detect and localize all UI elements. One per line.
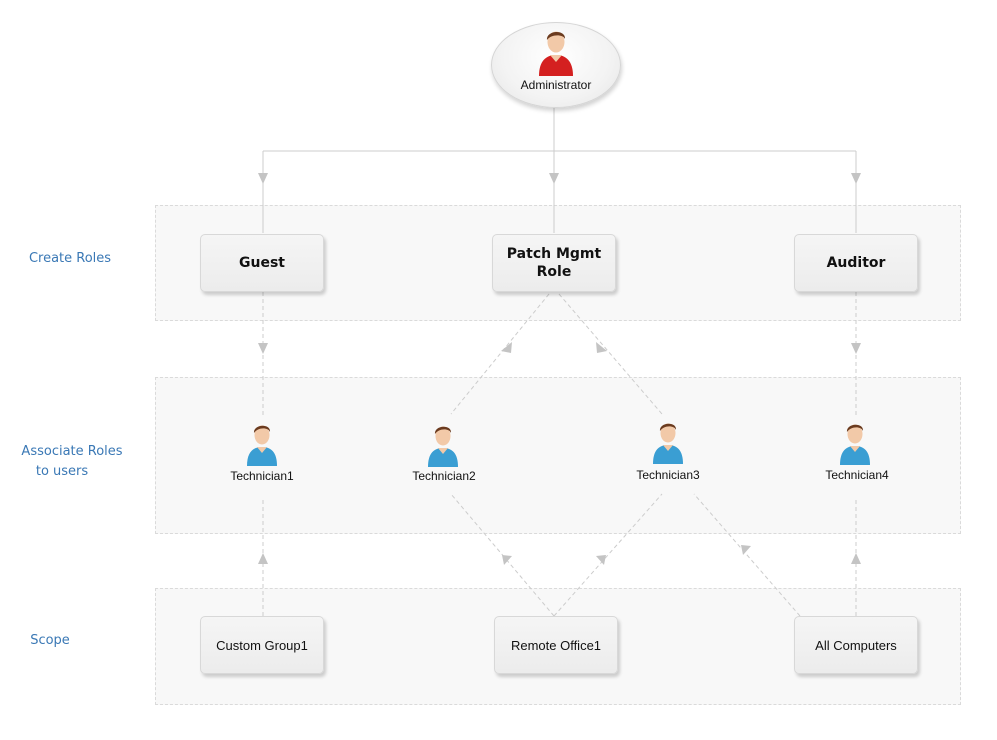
arrow-down-left-icon bbox=[501, 342, 512, 353]
scope-custom-group1: Custom Group1 bbox=[200, 616, 324, 674]
scope-label: Scope bbox=[30, 633, 70, 648]
remote-office-to-technician3-connector bbox=[553, 493, 663, 617]
patch-to-technician3-connector bbox=[558, 293, 663, 415]
role-guest: Guest bbox=[200, 234, 324, 292]
technician4-label: Technician4 bbox=[825, 468, 889, 482]
arrow-up-icon bbox=[258, 553, 268, 564]
role-auditor-label: Auditor bbox=[826, 255, 886, 271]
patch-to-technician2-connector bbox=[450, 293, 550, 415]
role-patch-mgmt-label-line1: Patch Mgmt bbox=[506, 246, 602, 262]
role-patch-mgmt: Patch Mgmt Role bbox=[492, 234, 616, 292]
user-blue-icon bbox=[247, 425, 277, 466]
scope-all-computers-label: All Computers bbox=[815, 637, 897, 653]
technician2-label: Technician2 bbox=[412, 469, 476, 483]
technician1-label: Technician1 bbox=[230, 469, 294, 483]
user-blue-icon bbox=[653, 423, 683, 464]
role-patch-mgmt-label-line2: Role bbox=[536, 264, 572, 280]
scope-remote-office1-label: Remote Office1 bbox=[510, 637, 602, 653]
role-patch-mgmt-label: Patch Mgmt Role bbox=[507, 245, 601, 281]
remote-office-to-technician2-connector bbox=[450, 493, 555, 617]
arrow-down-icon bbox=[258, 173, 268, 184]
arrow-up-left-icon bbox=[741, 545, 751, 555]
administrator-node: Administrator bbox=[491, 22, 621, 108]
technician3-label: Technician3 bbox=[636, 468, 700, 482]
user-red-icon bbox=[539, 31, 573, 76]
arrow-down-icon bbox=[549, 173, 559, 184]
arrow-up-left-icon bbox=[502, 555, 512, 565]
user-blue-icon bbox=[428, 426, 458, 467]
scope-remote-office1: Remote Office1 bbox=[494, 616, 618, 674]
arrow-down-icon bbox=[851, 343, 861, 354]
arrow-down-icon bbox=[851, 173, 861, 184]
administrator-label: Administrator bbox=[520, 78, 592, 92]
associate-roles-band bbox=[155, 377, 961, 534]
role-auditor: Auditor bbox=[794, 234, 918, 292]
role-guest-label: Guest bbox=[239, 255, 285, 271]
all-computers-to-technician3-connector bbox=[693, 493, 801, 617]
arrow-down-icon bbox=[258, 343, 268, 354]
arrow-up-icon bbox=[851, 553, 861, 564]
associate-roles-label-line1: Associate Roles bbox=[21, 444, 123, 459]
arrow-down-right-icon bbox=[596, 342, 607, 353]
user-blue-icon bbox=[840, 424, 870, 465]
scope-all-computers: All Computers bbox=[794, 616, 918, 674]
scope-custom-group1-label: Custom Group1 bbox=[216, 637, 308, 653]
arrow-up-right-icon bbox=[596, 555, 606, 565]
create-roles-label: Create Roles bbox=[28, 251, 112, 266]
associate-roles-label-line2: to users bbox=[35, 464, 89, 479]
associate-roles-label: Associate Roles to users bbox=[10, 442, 134, 482]
